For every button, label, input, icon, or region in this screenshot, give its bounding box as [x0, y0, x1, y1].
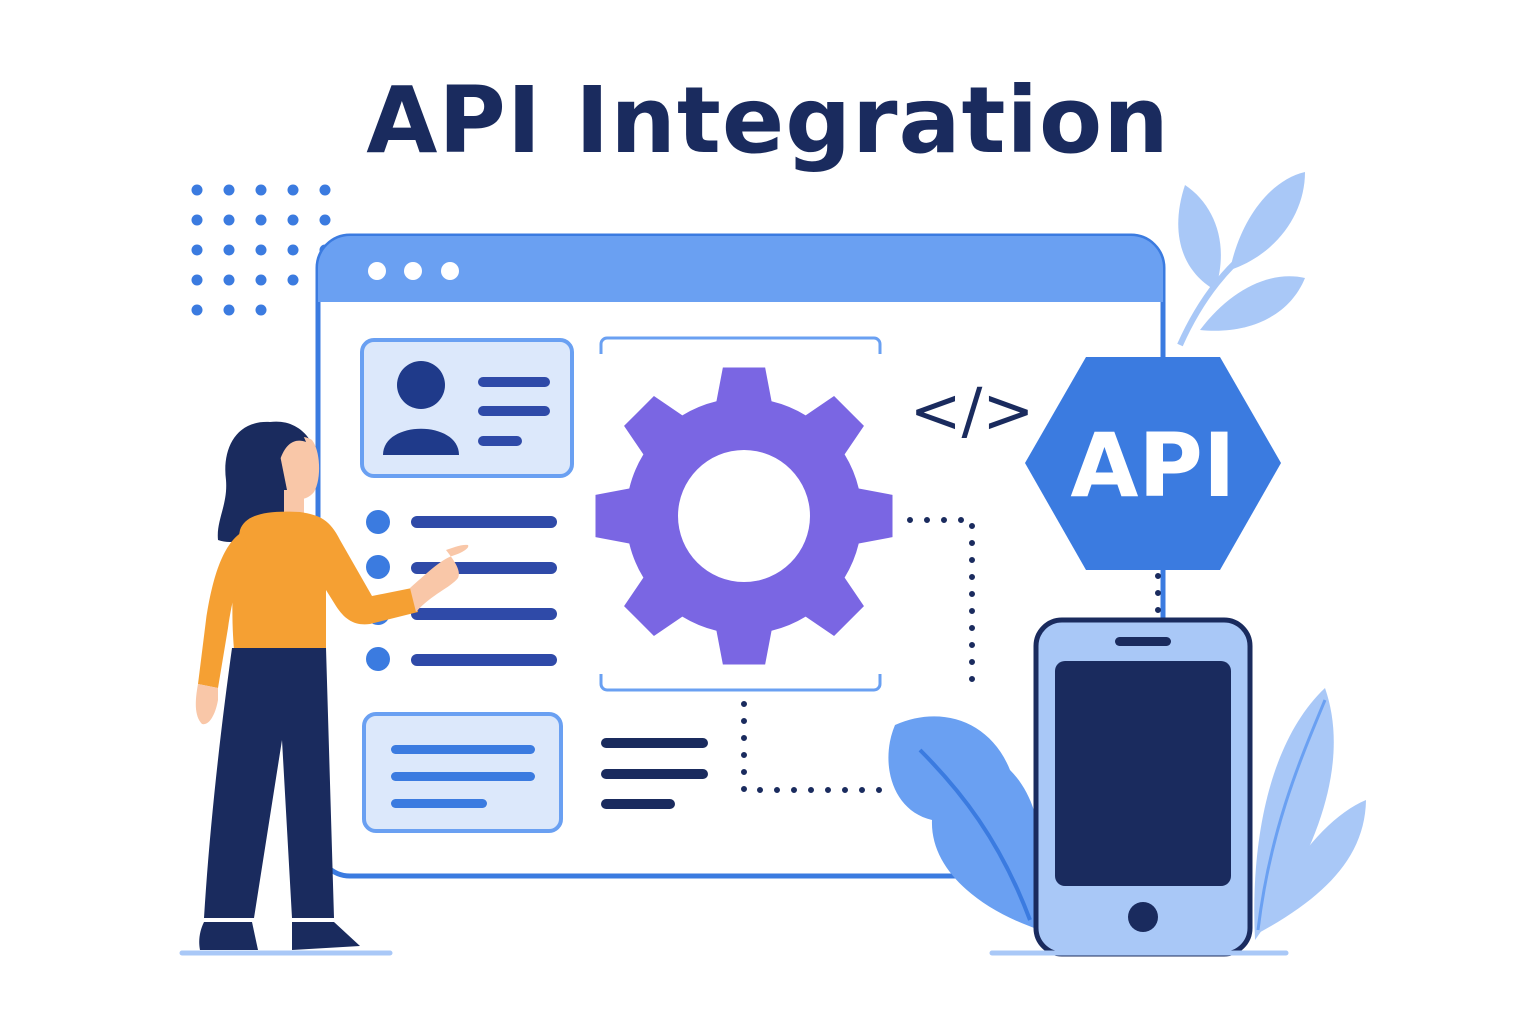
dot [319, 184, 331, 196]
dot [223, 304, 235, 316]
user-profile-icon [383, 361, 459, 455]
dotted-connectors [741, 517, 1161, 793]
dot [255, 274, 267, 286]
smartphone-icon [1033, 617, 1253, 957]
dot [191, 274, 203, 286]
dot [319, 214, 331, 226]
dot [287, 214, 299, 226]
dot [255, 214, 267, 226]
leaf-plant-bush [888, 716, 1040, 930]
woman-pointing [195, 421, 469, 950]
leaf-plant-top-right [1177, 172, 1305, 347]
dot [223, 184, 235, 196]
dot [287, 244, 299, 256]
page-title: API Integration [366, 67, 1170, 174]
dot [287, 274, 299, 286]
dot [287, 184, 299, 196]
dot [223, 274, 235, 286]
user-profile-card [360, 338, 574, 478]
dot [191, 244, 203, 256]
text-lines [601, 738, 708, 809]
code-brackets-icon: </> [910, 374, 1035, 447]
dot [255, 304, 267, 316]
svg-text:</>: </> [910, 374, 1035, 447]
text-card [362, 712, 563, 833]
window-dot-icon [404, 262, 422, 280]
window-dot-icon [441, 262, 459, 280]
gear-icon [595, 367, 893, 665]
window-dot-icon [368, 262, 386, 280]
dot-grid [191, 184, 331, 316]
dot [223, 214, 235, 226]
api-label: API [1070, 414, 1235, 517]
leaf-plant-right [1254, 688, 1366, 940]
dot [191, 214, 203, 226]
dot [191, 184, 203, 196]
api-hexagon: API [1025, 357, 1281, 570]
dot [255, 184, 267, 196]
gear-frame [599, 336, 882, 692]
dot [255, 244, 267, 256]
dot [223, 244, 235, 256]
dot [191, 304, 203, 316]
